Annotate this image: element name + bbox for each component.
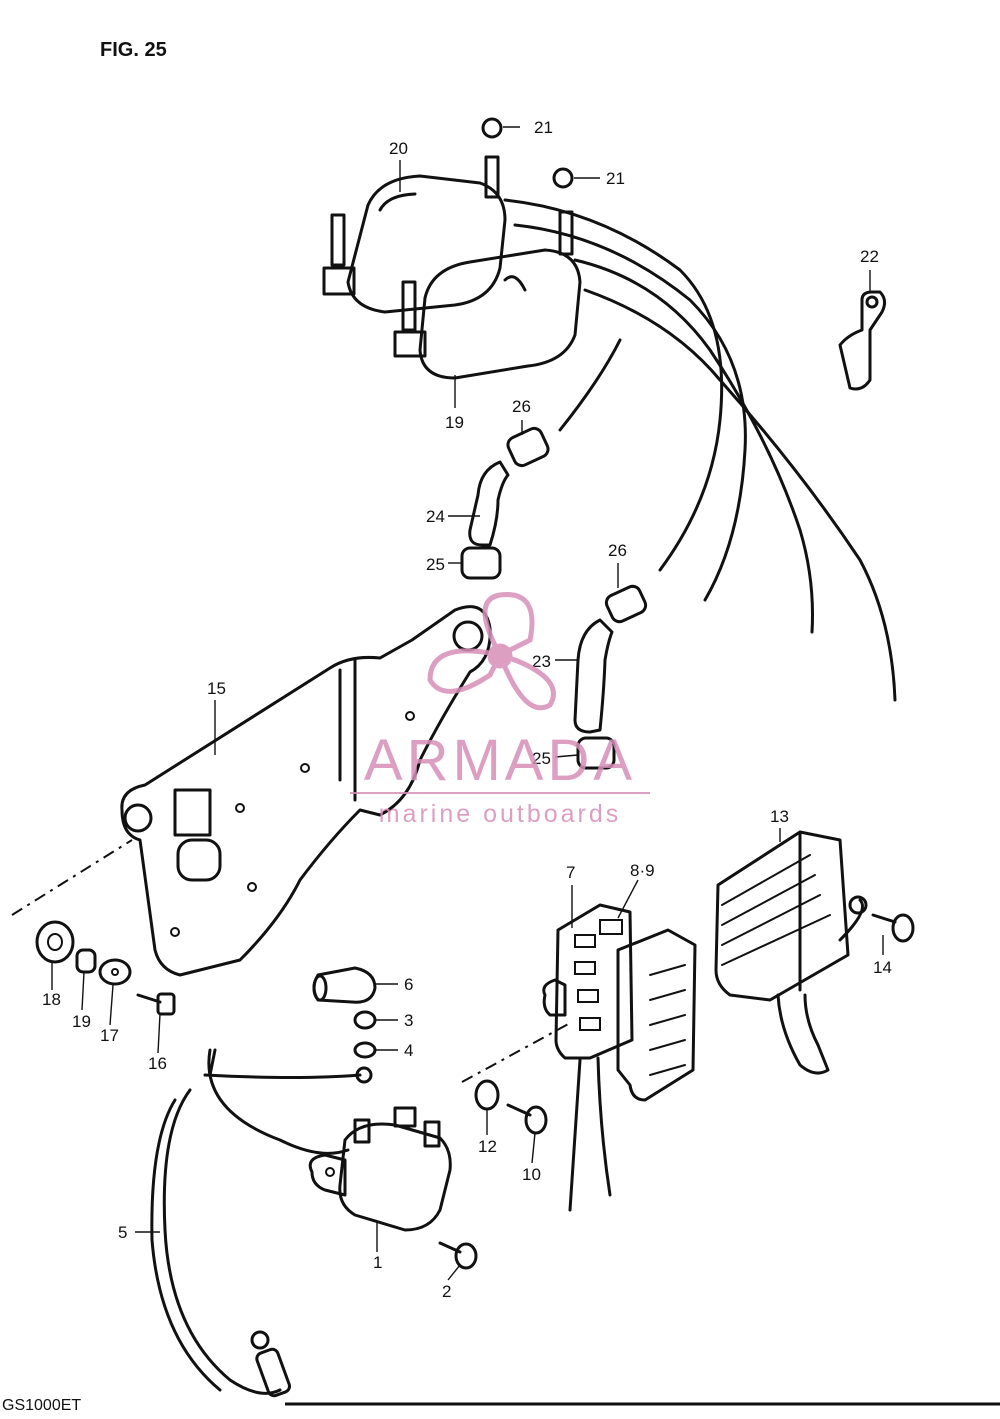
callout-25: 25 <box>426 555 445 574</box>
screw-2 <box>438 1241 478 1270</box>
fuse-box-7 <box>542 903 634 1212</box>
callout-19: 19 <box>445 413 464 432</box>
callout-1: 1 <box>373 1253 382 1272</box>
propeller-icon <box>427 592 556 711</box>
callout-24: 24 <box>426 507 445 526</box>
callout-4: 4 <box>404 1041 413 1060</box>
washer-16 <box>98 958 132 986</box>
ignition-coil-upper <box>322 155 507 314</box>
clamp-22 <box>838 290 887 391</box>
grommet-17 <box>35 920 75 964</box>
callout-11: 12 <box>478 1137 497 1156</box>
callout-numbers: 21 21 20 19 22 26 24 25 26 23 25 15 7 8·… <box>42 118 892 1301</box>
callout-10: 10 <box>522 1165 541 1184</box>
nut-icon <box>552 167 574 189</box>
washer-4 <box>353 1041 377 1059</box>
rubber-seal-25-lower <box>576 736 616 770</box>
cap-6 <box>312 966 377 1004</box>
screw-10 <box>506 1103 548 1135</box>
watermark-tagline: marine outboards <box>379 800 622 828</box>
callout-20: 20 <box>389 139 408 158</box>
watermark-brand: ARMADA <box>364 728 636 793</box>
callout-2: 2 <box>442 1282 451 1301</box>
callout-21: 21 <box>534 118 553 137</box>
callout-3: 3 <box>404 1011 413 1030</box>
callout-22: 22 <box>860 247 879 266</box>
callout-8-9: 8·9 <box>630 861 655 880</box>
regulator-12 <box>714 830 868 1075</box>
plug-cap-23 <box>573 618 614 734</box>
rubber-seal-25-upper <box>460 546 502 580</box>
ignition-coil-lower <box>393 210 582 380</box>
leader-lines <box>51 126 884 1281</box>
callout-13: 14 <box>873 958 892 977</box>
callout-14: 15 <box>207 679 226 698</box>
callout-6: 6 <box>404 975 413 994</box>
fitting-26-lower <box>604 584 648 624</box>
nut-icon <box>481 117 503 139</box>
callout-26: 26 <box>608 541 627 560</box>
callout-23: 23 <box>532 652 551 671</box>
plug-cap-24 <box>468 460 510 547</box>
fuse-cover-8-9 <box>616 928 697 1102</box>
callout-5: 5 <box>118 1223 127 1242</box>
watermark: ARMADA marine outboards <box>350 592 650 828</box>
battery-lead-5 <box>150 1048 373 1398</box>
callout-16: 17 <box>100 1026 119 1045</box>
assembly-line-bracket <box>11 839 133 916</box>
callout-26: 26 <box>512 397 531 416</box>
callout-15: 16 <box>148 1054 167 1073</box>
assembly-line-fuse-box <box>461 1021 573 1083</box>
high-tension-leads <box>503 198 897 702</box>
washer-11 <box>474 1079 500 1111</box>
screw-13 <box>871 913 915 943</box>
callout-7: 7 <box>566 863 575 882</box>
model-code: GS1000ET <box>2 1397 81 1414</box>
callout-21: 21 <box>606 169 625 188</box>
figure-title: FIG. 25 <box>100 39 167 61</box>
callout-12: 13 <box>770 807 789 826</box>
callout-17: 18 <box>42 990 61 1009</box>
callout-25: 25 <box>532 749 551 768</box>
fitting-26-upper <box>506 426 550 468</box>
starter-relay-1 <box>308 1106 452 1232</box>
collar-18 <box>75 948 97 974</box>
bolt-15 <box>136 992 176 1016</box>
callout-18: 19 <box>72 1012 91 1031</box>
nut-3 <box>353 1010 377 1030</box>
